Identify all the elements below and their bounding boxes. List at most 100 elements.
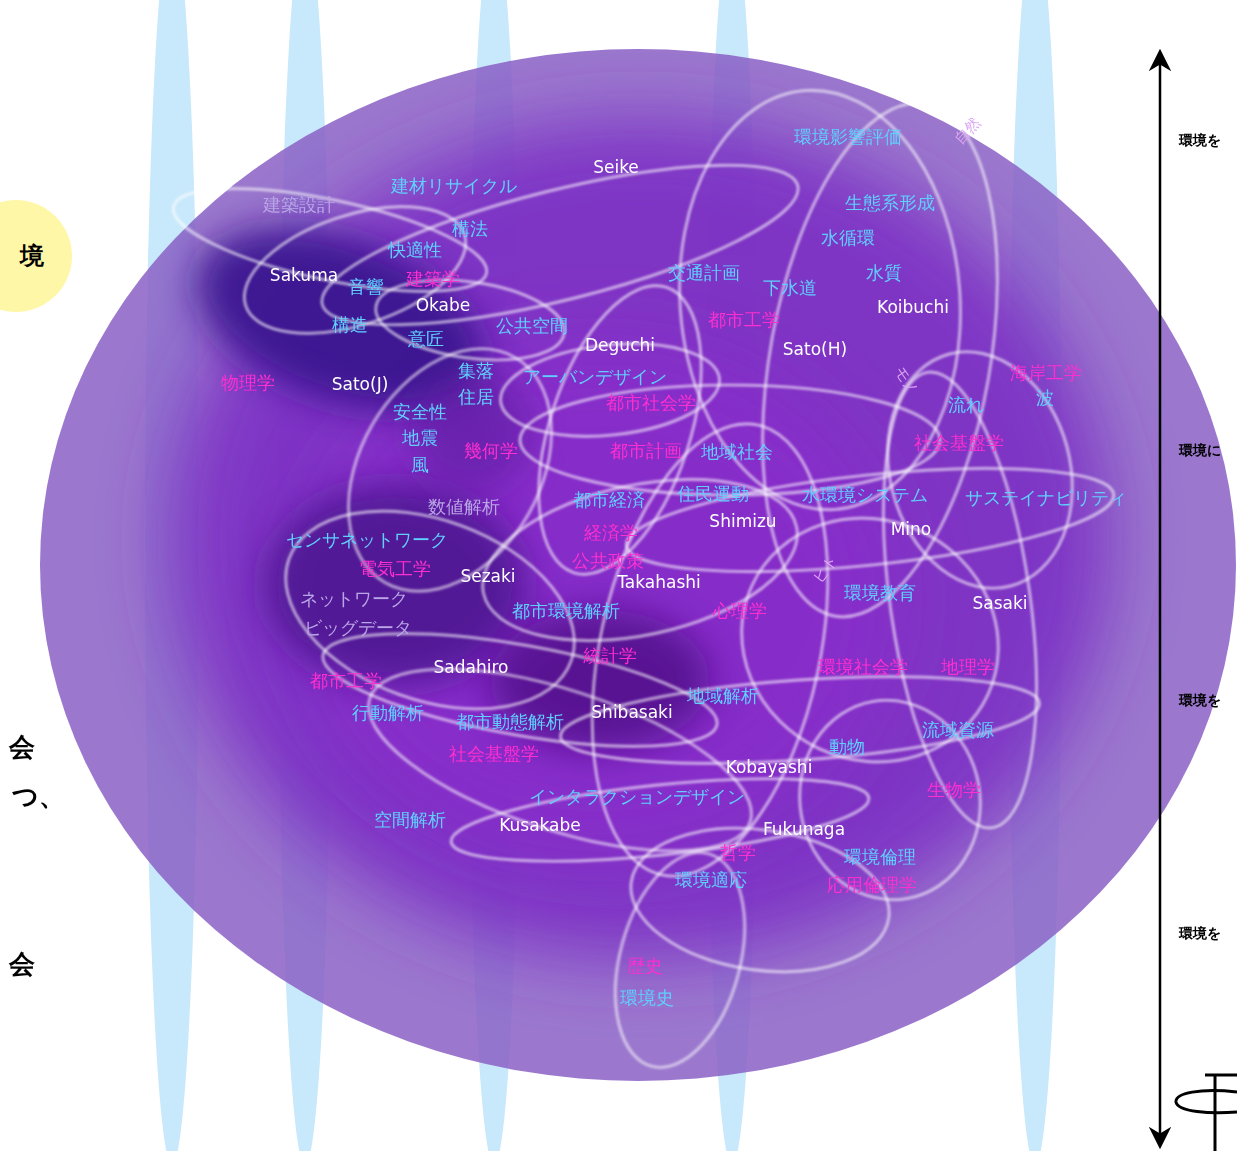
researcher-name: Mino (891, 520, 932, 540)
researcher-name: Deguchi (585, 336, 655, 356)
discipline-label: 歴史 (627, 956, 663, 977)
relation-loop (622, 450, 1119, 591)
relation-loop (468, 453, 812, 666)
relation-loop (371, 269, 570, 371)
topic-label: 環境影響評価 (794, 127, 902, 148)
discipline-label: 都市工学 (708, 310, 780, 331)
relation-loop (622, 813, 899, 988)
topic-label-muted: ネットワーク (300, 589, 408, 610)
researcher-name: Shibasaki (591, 703, 672, 723)
topic-label: インタラクションデザイン (529, 787, 745, 808)
researcher-name: Seike (593, 158, 639, 178)
corner-icon (1176, 1075, 1237, 1151)
relation-loop (784, 686, 996, 914)
topic-label: 都市動態解析 (456, 712, 564, 733)
topic-label: 住居 (458, 387, 494, 408)
discipline-label: 都市社会学 (606, 393, 696, 414)
topic-label: 都市環境解析 (512, 601, 620, 622)
side-text: 会 (9, 733, 35, 763)
topic-label: アーバンデザイン (523, 367, 667, 388)
axis-word: モノ (890, 364, 921, 398)
topic-label: 流域資源 (922, 720, 994, 741)
topic-label: 動物 (829, 737, 865, 758)
topic-label: 公共空間 (496, 316, 568, 337)
discipline-label: 海岸工学 (1010, 363, 1082, 384)
researcher-name: Fukunaga (763, 820, 845, 840)
topic-label-muted: ビッグデータ (304, 618, 412, 639)
discipline-label: 物理学 (221, 373, 275, 394)
scale-label: 環境に (1179, 442, 1221, 458)
topic-label-muted: 建築設計 (263, 195, 335, 216)
discipline-label: 社会基盤学 (914, 433, 1004, 454)
relation-loop (594, 838, 767, 1082)
topic-label: 行動解析 (352, 703, 424, 724)
topic-label: 安全性 (393, 402, 447, 423)
discipline-label: 生物学 (927, 780, 981, 801)
topic-label: 下水道 (763, 278, 817, 299)
researcher-name: Sakuma (270, 266, 338, 286)
topic-label: 水環境システム (802, 485, 928, 506)
topic-label: センサネットワーク (286, 530, 448, 551)
highlight-circle: 境 (0, 200, 72, 312)
scale-label: 環境を (1179, 692, 1221, 708)
relation-loop (307, 312, 593, 627)
topic-label: 風 (411, 455, 429, 476)
researcher-name: Shimizu (709, 512, 776, 532)
topic-label: 音響 (348, 277, 384, 298)
topic-label: 環境適応 (675, 870, 747, 891)
researcher-name: Sasaki (972, 594, 1027, 614)
discipline-label: 経済学 (584, 523, 638, 544)
topic-label: 都市経済 (573, 490, 645, 511)
researcher-name: Sato(H) (783, 340, 847, 360)
topic-label: 地震 (402, 428, 438, 449)
topic-label: サステイナビリティ (965, 488, 1127, 509)
discipline-label: 哲学 (720, 843, 756, 864)
topic-label: 意匠 (408, 329, 444, 350)
discipline-label: 電気工学 (359, 559, 431, 580)
relation-loop (229, 182, 482, 358)
topic-label-muted: 数値解析 (428, 497, 500, 518)
researcher-name: Takahashi (617, 573, 701, 593)
scale-label: 環境を (1179, 132, 1221, 148)
topic-label: 地域解析 (687, 686, 759, 707)
topic-label: 流れ (948, 395, 984, 416)
topic-label: 建材リサイクル (391, 176, 517, 197)
discipline-label: 統計学 (583, 646, 637, 667)
researcher-name: Sato(J) (332, 375, 389, 395)
side-text: つ、 (12, 782, 65, 812)
relation-loop (555, 402, 866, 898)
topic-label: 波 (1036, 388, 1054, 409)
discipline-label: 幾何学 (464, 441, 518, 462)
topic-label: 環境史 (620, 988, 674, 1009)
researcher-name: Okabe (416, 296, 471, 316)
topic-label: 快適性 (388, 240, 442, 261)
researcher-name: Kobayashi (726, 758, 813, 778)
researcher-name: Koibuchi (877, 298, 949, 318)
discipline-label: 応用倫理学 (827, 875, 917, 896)
topic-label: 生態系形成 (845, 193, 935, 214)
relation-loop (701, 476, 1038, 803)
researcher-name: Sadahiro (434, 658, 509, 678)
scale-label: 環境を (1179, 925, 1221, 941)
relation-loop (520, 385, 940, 495)
outer-sphere (40, 49, 1236, 1081)
topic-label: 環境教育 (844, 583, 916, 604)
relation-loop (727, 85, 1034, 635)
axis-word: 自然 (952, 114, 985, 148)
relation-loop (447, 763, 872, 877)
topic-label: 構造 (332, 315, 368, 336)
discipline-label: 都市工学 (310, 671, 382, 692)
relation-loop (666, 81, 975, 520)
relation-loop (862, 331, 1098, 609)
topic-label: 水循環 (821, 228, 875, 249)
axis-word: ヒト (810, 553, 842, 587)
topic-label: 集落 (458, 361, 494, 382)
relation-loop (348, 632, 772, 889)
discipline-label: 環境社会学 (818, 657, 908, 678)
discipline-label: 建築学 (406, 269, 460, 290)
topic-label: 地域社会 (701, 442, 773, 463)
discipline-label: 地理学 (941, 657, 995, 678)
relation-loops (165, 81, 1118, 1082)
discipline-label: 社会基盤学 (449, 744, 539, 765)
discipline-label: 心理学 (713, 601, 767, 622)
